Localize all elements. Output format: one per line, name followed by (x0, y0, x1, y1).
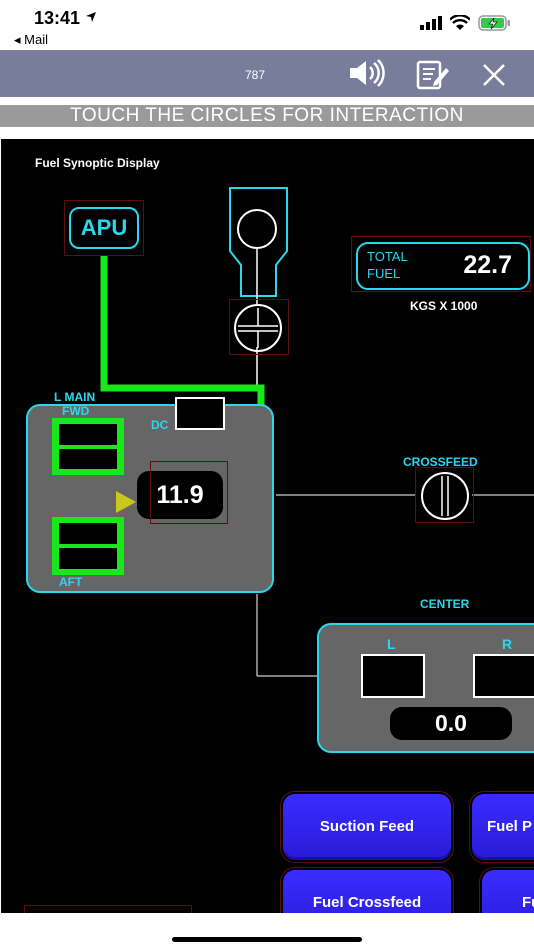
nav-bar (0, 50, 534, 97)
l-main-label: L MAIN FWD (54, 390, 96, 418)
total-fuel-value: 22.7 (463, 251, 512, 279)
fuel-crossfeed-button[interactable]: Fuel Crossfeed (280, 867, 454, 913)
cellular-signal-icon (420, 16, 444, 35)
crossfeed-valve-circle[interactable] (421, 472, 469, 520)
aft-pump-2 (59, 548, 117, 569)
home-indicator[interactable] (172, 937, 362, 942)
fuel-pump-button[interactable]: Fuel P (469, 791, 534, 863)
spar-valve-circle[interactable] (234, 304, 282, 352)
center-tank-label: CENTER (420, 597, 470, 611)
aft-pumps (52, 517, 124, 575)
offscreen-hotspot (24, 905, 192, 913)
quantity-pointer-icon (116, 491, 136, 513)
center-left-pump (361, 654, 425, 698)
status-time: 13:41 (34, 8, 97, 29)
l-main-quantity-hotspot (150, 461, 228, 524)
dc-pump-indicator (175, 397, 225, 430)
speaker-icon[interactable] (348, 58, 386, 93)
engine-valve-circle[interactable] (237, 209, 277, 249)
nav-title: 787 (245, 68, 266, 82)
fwd-pump-2 (59, 449, 117, 469)
apu-label: APU (69, 207, 139, 249)
suction-feed-button[interactable]: Suction Feed (280, 791, 454, 863)
fwd-pumps (52, 418, 124, 475)
total-fuel-box: TOTAL FUEL 22.7 (356, 242, 530, 290)
back-to-mail-link[interactable]: ◂ Mail (14, 32, 48, 47)
fwd-pump-1 (59, 424, 117, 445)
center-right-label: R (502, 636, 513, 652)
center-quantity: 0.0 (390, 707, 512, 740)
fuel-synoptic-display: Fuel Synoptic Display APU TOTAL FUEL 22.… (1, 139, 534, 913)
aft-pump-1 (59, 523, 117, 544)
instruction-banner: TOUCH THE CIRCLES FOR INTERACTION (0, 105, 534, 127)
close-icon[interactable] (482, 63, 506, 92)
location-arrow-icon (86, 12, 97, 22)
center-right-pump (473, 654, 534, 698)
aft-label: AFT (59, 575, 83, 589)
total-fuel-units: KGS X 1000 (410, 299, 478, 313)
total-fuel-label: TOTAL FUEL (367, 249, 408, 281)
battery-charging-icon (478, 15, 512, 36)
l-main-quantity: 11.9 (137, 471, 223, 519)
center-left-label: L (387, 636, 396, 652)
dc-pump-label: DC (151, 418, 169, 432)
display-title: Fuel Synoptic Display (35, 156, 160, 170)
fuel-button-partial[interactable]: Fu (479, 867, 534, 913)
crossfeed-label: CROSSFEED (403, 455, 478, 469)
wifi-icon (449, 14, 471, 36)
notes-edit-icon[interactable] (416, 58, 450, 95)
